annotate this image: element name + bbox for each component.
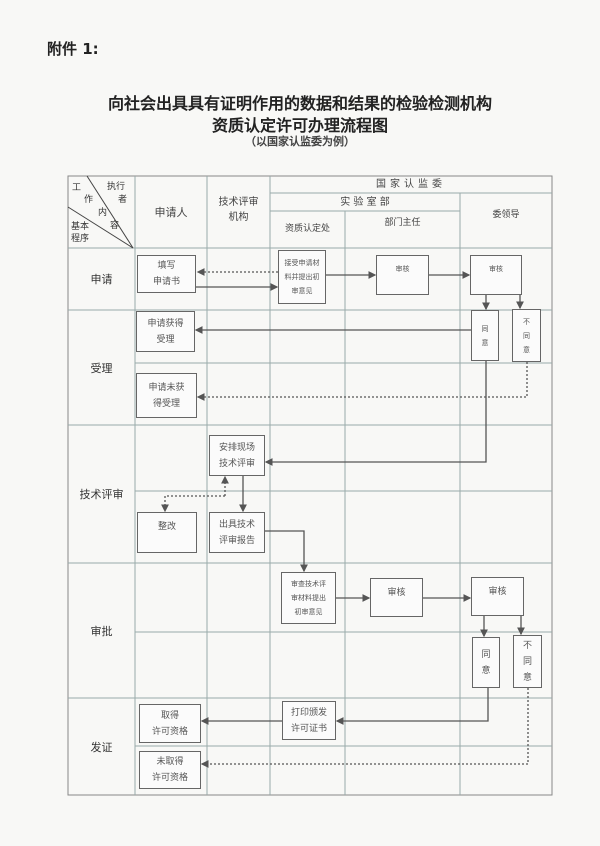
stage-approval: 审批 (90, 624, 113, 638)
column-qual-office: 资质认定处 (284, 224, 330, 234)
flow-arrows (161, 268, 529, 768)
table-grid (67, 175, 553, 796)
title-line-1: 向社会出具具有证明作用的数据和结果的检验检测机构 (107, 94, 492, 113)
title-line-2: 资质认定许可办理流程图 (211, 116, 388, 135)
box-review-leader-2: 审核 (471, 577, 524, 616)
subtitle: （以国家认监委为例） (245, 135, 355, 148)
corner-label: 执行 (107, 182, 126, 192)
stage-issue: 发证 (90, 740, 113, 754)
corner-label: 作 (84, 195, 94, 205)
box-disagree: 不 同 意 (512, 309, 541, 362)
box-issue-report: 出具技术 评审报告 (209, 512, 265, 553)
box-agree: 同 意 (471, 310, 499, 361)
box-rectify: 整改 (137, 512, 197, 553)
box-disagree-2: 不 同 意 (513, 635, 542, 688)
box-review-director: 审核 (376, 255, 429, 295)
column-tech-review-org: 技术评审 机构 (218, 197, 259, 223)
box-arrange-review: 安排现场 技术评审 (209, 435, 265, 476)
stage-apply: 申请 (90, 273, 113, 286)
box-review-leader: 审核 (470, 255, 522, 295)
box-fill-application: 填写 申请书 (137, 255, 196, 293)
box-examine-materials: 审查技术评 审材料提出 初审意见 (281, 572, 336, 624)
box-review-director-2: 审核 (370, 578, 423, 617)
box-agree-2: 同 意 (472, 637, 500, 688)
column-dept-director: 部门主任 (384, 217, 421, 228)
corner-label: 者 (118, 195, 128, 205)
column-applicant: 申请人 (154, 205, 188, 219)
attachment-label: 附件 1: (47, 40, 99, 58)
box-not-accepted: 申请未获 得受理 (136, 373, 197, 418)
arrow-arrange-review (264, 361, 487, 466)
box-print-certificate: 打印颁发 许可证书 (282, 701, 336, 740)
box-not-obtain-qualification: 未取得 许可资格 (139, 751, 201, 789)
arrow-not-accepted (196, 362, 528, 401)
stage-tech-review: 技术评审 (79, 488, 124, 501)
corner-label: 工 (72, 183, 82, 193)
column-committee-leader: 委领导 (492, 210, 520, 220)
corner-label: 内 (98, 208, 108, 218)
corner-label: 程序 (71, 234, 90, 244)
column-cnca: 国家认监委 (376, 179, 446, 190)
corner-label: 容 (110, 221, 120, 231)
arrow-to-rectify (161, 495, 225, 513)
box-receive-materials: 接受申请材 料并提出初 审意见 (278, 250, 326, 304)
column-lab-dept: 实 验 室 部 (340, 196, 390, 208)
arrow-not-obtain (200, 688, 529, 768)
arrow-to-examine (265, 530, 308, 573)
box-accepted: 申请获得 受理 (136, 311, 195, 352)
corner-label: 基本 (71, 222, 90, 232)
box-obtain-qualification: 取得 许可资格 (139, 704, 201, 743)
stage-accept: 受理 (90, 361, 113, 375)
arrow-to-print (335, 688, 489, 725)
